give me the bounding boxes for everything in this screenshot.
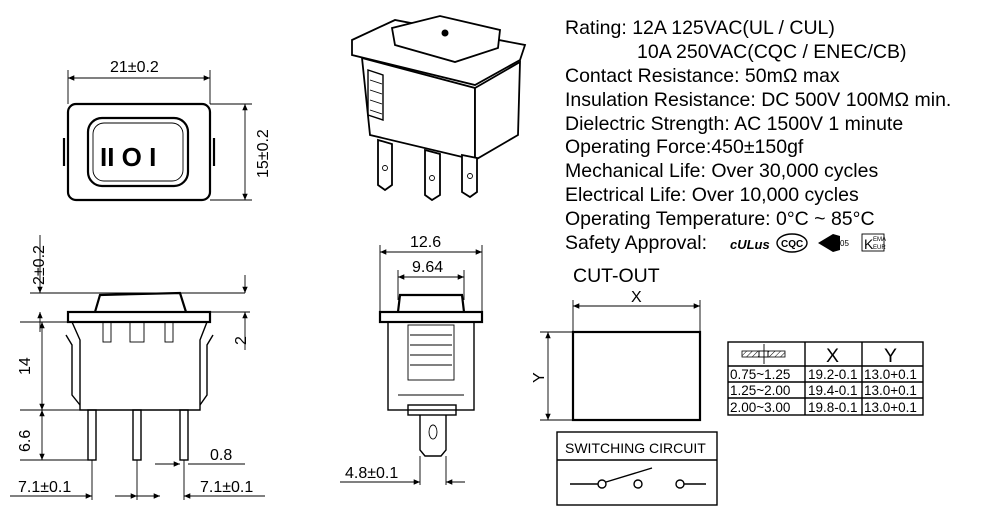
table-cell: 1.25~2.00 <box>730 383 790 398</box>
rocker-symbols: II O I <box>100 142 156 172</box>
cqc-logo: CQC <box>776 233 808 253</box>
svg-text:CQC: CQC <box>781 239 803 250</box>
spec-electrical-life: Electrical Life: Over 10,000 cycles <box>565 184 859 206</box>
spec-rating-2: 10A 250VAC(CQC / ENEC/CB) <box>637 41 906 63</box>
cutout-rectangle <box>571 330 702 422</box>
spec-dielectric-strength: Dielectric Strength: AC 1500V 1 minute <box>565 113 903 135</box>
specifications: Rating: 12A 125VAC(UL / CUL) 10A 250VAC(… <box>565 17 951 254</box>
spec-insulation-resistance: Insulation Resistance: DC 500V 100MΩ min… <box>565 89 951 111</box>
spec-operating-force: Operating Force:450±150gf <box>565 136 804 158</box>
rocker-dim: 2±0.2 <box>31 245 48 285</box>
switch-symbol <box>570 467 706 489</box>
front-height-dim: 15±0.2 <box>255 129 272 178</box>
svg-text:EUR: EUR <box>873 245 886 251</box>
pitch-left-dim: 7.1±0.1 <box>18 479 71 496</box>
cutout-section: CUT-OUT X Y <box>531 265 702 422</box>
switching-circuit-title: SWITCHING CIRCUIT <box>565 440 706 456</box>
table-cell: 13.0+0.1 <box>864 400 917 415</box>
spec-contact-resistance: Contact Resistance: 50mΩ max <box>565 65 840 87</box>
ul-logo: cULus <box>730 237 770 252</box>
isometric-view <box>351 15 527 202</box>
terminal-width-dim: 4.8±0.1 <box>345 465 398 482</box>
rocker-height-dim: 2 <box>233 336 250 345</box>
table-cell: 0.75~1.25 <box>730 367 790 382</box>
body-height-dim: 14 <box>17 357 34 375</box>
body-width-dim: 9.64 <box>412 259 443 276</box>
spec-safety-approval: Safety Approval: <box>565 232 707 254</box>
side-view: 2±0.2 2 14 6.6 0.8 7.1±0.1 7.1±0.1 <box>10 235 265 500</box>
pin-width-dim: 0.8 <box>210 447 232 464</box>
table-cell: 19.2-0.1 <box>808 367 858 382</box>
spec-operating-temperature: Operating Temperature: 0°C ~ 85°C <box>565 208 875 230</box>
table-cell: 19.4-0.1 <box>808 383 858 398</box>
front-view: 21±0.2 II O I 15±0.2 <box>62 59 272 202</box>
pin-length-dim: 6.6 <box>17 430 34 452</box>
spec-rating-1: Rating: 12A 125VAC(UL / CUL) <box>565 17 835 39</box>
approval-logos: cULus CQC 05 K EMA EUR <box>730 233 886 253</box>
end-view: 12.6 9.64 4.8±0.1 <box>340 234 484 485</box>
enec-logo: 05 <box>818 234 849 252</box>
svg-text:05: 05 <box>840 239 849 248</box>
kema-logo: K EMA EUR <box>861 233 886 252</box>
cutout-y-label: Y <box>531 372 548 383</box>
table-cell: 2.00~3.00 <box>730 400 790 415</box>
table-header-x: X <box>826 345 839 367</box>
table-cell: 13.0+0.1 <box>864 367 917 382</box>
spec-mechanical-life: Mechanical Life: Over 30,000 cycles <box>565 160 878 182</box>
cutout-table: X Y 0.75~1.25 19.2-0.1 13.0+0.1 1.25~2.0… <box>727 341 924 416</box>
table-cell: 19.8-0.1 <box>808 400 858 415</box>
svg-text:EMA: EMA <box>873 237 886 243</box>
pitch-right-dim: 7.1±0.1 <box>200 479 253 496</box>
table-cell: 13.0+0.1 <box>864 383 917 398</box>
cutout-x-label: X <box>631 289 642 306</box>
cutout-title: CUT-OUT <box>573 265 660 287</box>
table-header-y: Y <box>884 345 897 367</box>
ul-logo-text: cULus <box>730 237 770 252</box>
svg-text:K: K <box>864 236 874 252</box>
panel-thickness-icon <box>741 344 786 364</box>
flange-width-dim: 12.6 <box>410 234 441 251</box>
front-width-dim: 21±0.2 <box>110 59 159 76</box>
switching-circuit: SWITCHING CIRCUIT <box>556 431 718 506</box>
